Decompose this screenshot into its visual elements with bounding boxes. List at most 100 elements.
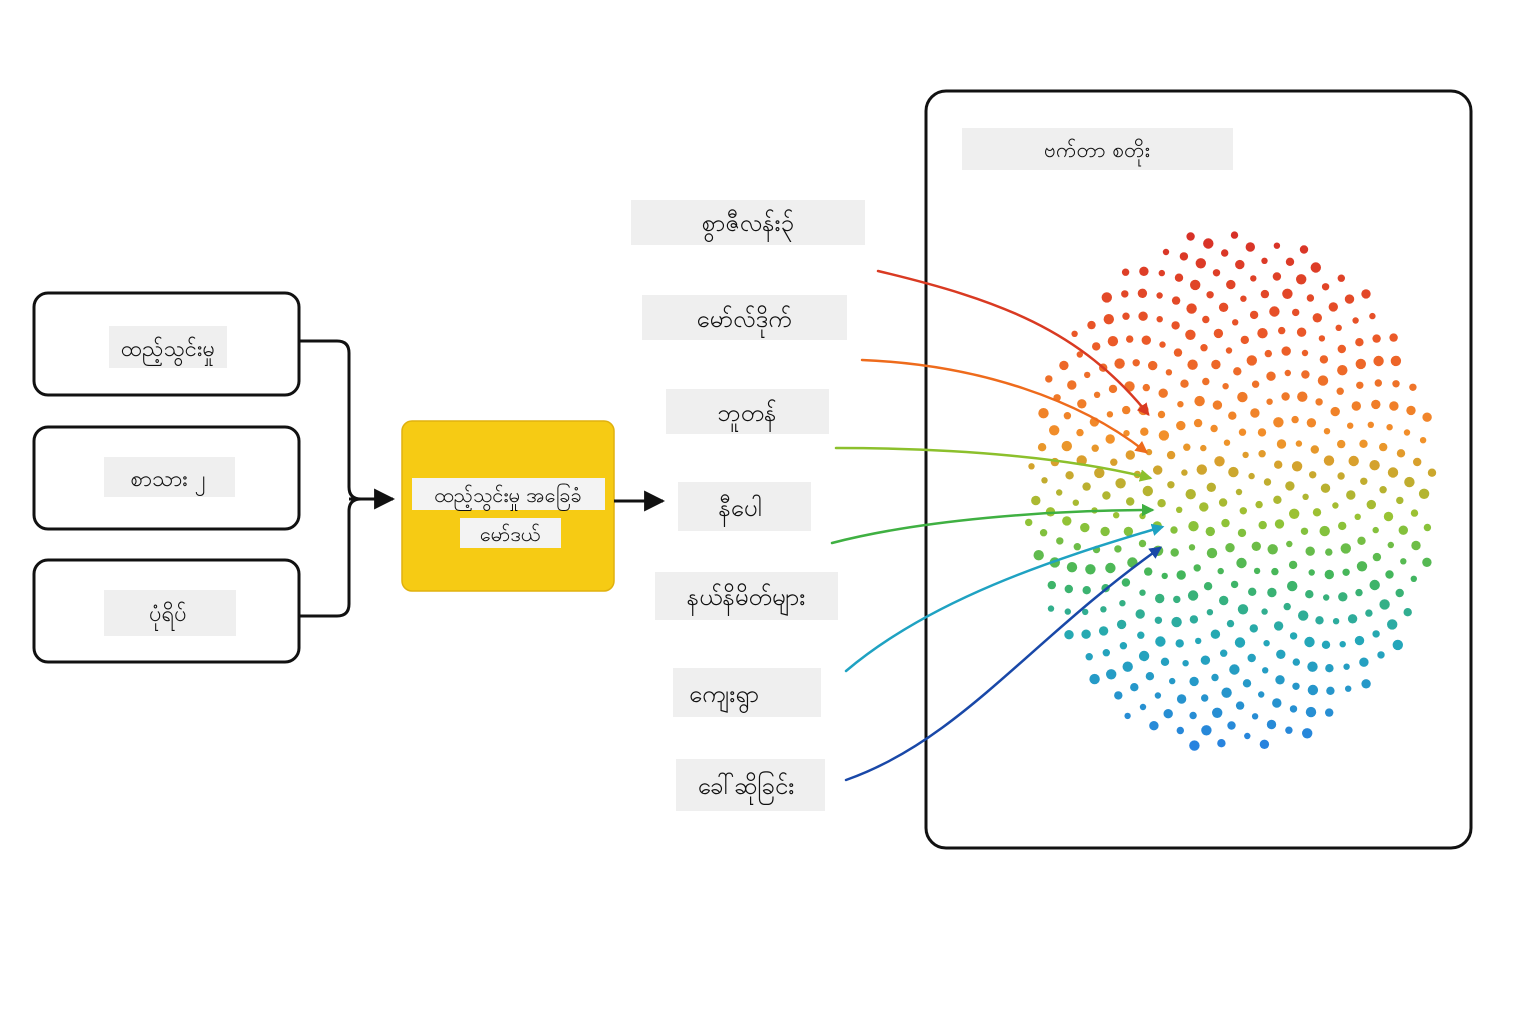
flow-curve-6 xyxy=(844,523,1165,673)
output-item-4[interactable]: နီပေါ xyxy=(678,482,811,531)
embedding-point xyxy=(1251,713,1259,720)
embedding-point xyxy=(1338,521,1347,531)
embedding-point xyxy=(1213,328,1224,339)
embedding-point xyxy=(1244,732,1251,740)
embedding-point xyxy=(1273,495,1282,504)
embedding-point xyxy=(1296,274,1307,285)
embedding-point xyxy=(1212,269,1221,277)
output-item-1[interactable]: စွာဇီလန်း၃် xyxy=(631,200,865,245)
embedding-point xyxy=(1218,498,1228,507)
embedding-point xyxy=(1324,569,1335,580)
embedding-point xyxy=(1305,590,1314,599)
embedding-point xyxy=(1100,606,1107,613)
embedding-point xyxy=(1315,616,1324,625)
embedding-point xyxy=(1045,375,1053,383)
embedding-point xyxy=(1369,460,1380,471)
embedding-point xyxy=(1272,698,1282,708)
embedding-model-box[interactable]: ထည့်သွင်းမှု အခြေခံ မော်ဒယ် xyxy=(401,420,615,592)
embedding-point xyxy=(1418,488,1430,499)
embedding-point xyxy=(1299,245,1309,254)
embedding-point xyxy=(1387,619,1398,630)
embedding-point xyxy=(1288,560,1298,570)
embedding-point xyxy=(1320,483,1331,493)
output-labels: စွာဇီလန်း၃် မော်လ်ဒိုက် ဘူတန် နီပေါ နယ်န… xyxy=(631,200,865,811)
embedding-point xyxy=(1281,346,1291,356)
embedding-point xyxy=(1116,619,1127,630)
embedding-point xyxy=(1085,653,1093,661)
input-box-1[interactable]: ထည့်သွင်းမှု xyxy=(32,291,301,397)
output-item-5[interactable]: နယ်နိမိတ်များ xyxy=(655,572,838,620)
output-item-7[interactable]: ခေါ်ဆိုခြင်း xyxy=(676,759,825,811)
embedding-point xyxy=(1319,355,1329,364)
embedding-point xyxy=(1194,395,1205,407)
input-box-3[interactable]: ပုံရိပ် xyxy=(32,558,301,664)
embedding-point xyxy=(1308,569,1315,576)
embedding-point xyxy=(1321,640,1331,649)
input-box-2[interactable]: စာသား ၂ xyxy=(32,425,301,531)
embedding-point xyxy=(1261,257,1268,264)
embedding-point xyxy=(1282,288,1293,299)
embedding-point xyxy=(1325,548,1333,556)
input-connectors xyxy=(299,339,396,618)
embedding-point xyxy=(1379,486,1387,494)
embedding-point xyxy=(1337,274,1346,282)
embedding-point xyxy=(1169,677,1176,685)
embedding-point xyxy=(1398,525,1409,535)
embedding-point xyxy=(1214,456,1225,467)
embedding-point xyxy=(1247,653,1256,663)
output-item-3[interactable]: ဘူတန် xyxy=(666,389,829,434)
embedding-point xyxy=(1366,499,1377,510)
embedding-point xyxy=(1176,694,1187,704)
embedding-point xyxy=(1114,358,1125,369)
embedding-point xyxy=(1186,303,1197,314)
embedding-point xyxy=(1138,311,1148,321)
embedding-point xyxy=(1189,711,1197,720)
embedding-point xyxy=(1289,705,1298,713)
embedding-point xyxy=(1272,272,1282,281)
embedding-point xyxy=(1298,610,1309,621)
embedding-point xyxy=(1122,405,1131,415)
embedding-point xyxy=(1307,661,1318,672)
embedding-point xyxy=(1234,637,1246,648)
flow-curve-4 xyxy=(830,503,1155,545)
embedding-point xyxy=(1323,594,1330,601)
embedding-point xyxy=(1347,614,1358,624)
embedding-point xyxy=(1056,489,1063,496)
embedding-point xyxy=(1105,562,1116,574)
embedding-point xyxy=(1273,417,1284,428)
output-label-5: နယ်နိမိတ်များ xyxy=(687,582,806,616)
embedding-point xyxy=(1266,371,1276,381)
embedding-point xyxy=(1258,450,1266,458)
embedding-point xyxy=(1082,608,1089,616)
output-item-2[interactable]: မော်လ်ဒိုက် xyxy=(642,295,847,340)
embedding-point xyxy=(1142,383,1151,392)
embedding-point xyxy=(1351,401,1362,411)
embedding-point xyxy=(1383,511,1394,522)
embedding-point xyxy=(1342,568,1350,576)
embedding-point xyxy=(1185,329,1196,340)
embedding-point xyxy=(1227,721,1236,730)
embedding-point xyxy=(1262,667,1269,674)
embedding-point xyxy=(1246,355,1258,366)
output-item-6[interactable]: ကျေးရွာ xyxy=(673,668,821,717)
embedding-point xyxy=(1195,637,1202,645)
embedding-point xyxy=(1221,518,1230,528)
embedding-point xyxy=(1245,242,1256,252)
embedding-point xyxy=(1089,673,1100,685)
embedding-point xyxy=(1039,529,1048,537)
embedding-point xyxy=(1226,619,1235,628)
embedding-point xyxy=(1260,289,1270,299)
embedding-point xyxy=(1142,485,1154,497)
embedding-point xyxy=(1221,687,1232,698)
embedding-point xyxy=(1263,478,1272,486)
embedding-point xyxy=(1354,513,1361,520)
embedding-point xyxy=(1305,706,1317,718)
embedding-point xyxy=(1275,675,1285,685)
embedding-point xyxy=(1106,669,1117,680)
embedding-point xyxy=(1237,604,1249,615)
embedding-point xyxy=(1359,657,1369,667)
embedding-point xyxy=(1312,508,1322,517)
embedding-point xyxy=(1100,526,1110,537)
embedding-point xyxy=(1359,439,1368,448)
